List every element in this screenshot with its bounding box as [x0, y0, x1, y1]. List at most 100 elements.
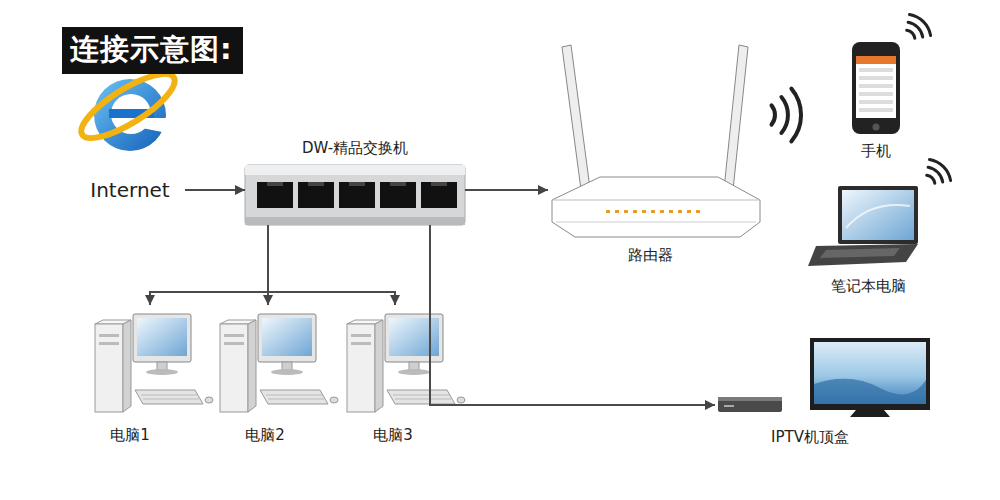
wireless-waves-part	[927, 175, 935, 183]
ethernet-ports-part	[380, 182, 416, 208]
ethernet-ports-part	[421, 182, 457, 208]
internet-node: Internet	[75, 62, 185, 207]
router-illustration-part	[552, 200, 760, 201]
node-label: 路由器	[628, 246, 673, 265]
router-leds-part	[615, 210, 619, 213]
node-label: DW-精品交换机	[302, 139, 408, 158]
router-leds-part	[633, 210, 637, 213]
internet-explorer-logo	[73, 63, 183, 151]
ethernet-ports-part	[257, 182, 293, 208]
pc-node: 电脑1	[95, 305, 205, 410]
set-top-box-illustration-part	[718, 397, 782, 401]
illustration-part	[220, 314, 338, 412]
switch-illustration-part	[245, 217, 465, 225]
wireless-waves	[772, 14, 951, 183]
set-top-box-illustration-part	[724, 405, 734, 407]
router-leds-part	[696, 210, 700, 213]
node-label: 电脑3	[373, 426, 413, 445]
phone-illustration-part	[873, 124, 880, 131]
wireless-waves-part	[791, 89, 801, 142]
node-label: 手机	[861, 142, 891, 161]
switch-illustration-part	[245, 165, 465, 175]
internet-explorer-logo-part	[94, 79, 166, 151]
router-leds-part	[624, 210, 628, 213]
laptop-illustration	[808, 186, 918, 266]
node-label: Internet	[90, 178, 169, 202]
wireless-waves-part	[772, 105, 775, 124]
illustration-part	[347, 314, 465, 412]
cable-connector	[150, 225, 268, 305]
router-leds-part	[606, 210, 610, 213]
router-leds-part	[678, 210, 682, 213]
phone-illustration-part	[859, 92, 893, 96]
phone-illustration-part	[859, 84, 893, 88]
ethernet-ports-part	[298, 182, 334, 208]
router-node: 路由器	[548, 42, 760, 238]
router-illustration-part	[562, 45, 591, 197]
phone-illustration-part	[859, 100, 893, 104]
wireless-waves-part	[930, 159, 951, 180]
switch-node: DW-精品交换机	[245, 165, 465, 225]
switch-illustration-part	[245, 165, 465, 225]
pc-node: 电脑2	[213, 305, 323, 410]
router-leds-part	[687, 210, 691, 213]
router-illustration	[552, 45, 760, 237]
ethernet-ports	[257, 182, 457, 208]
laptop-illustration-part	[846, 205, 910, 228]
ethernet-ports-part	[431, 182, 447, 186]
router-leds-part	[651, 210, 655, 213]
wireless-waves-part	[910, 14, 931, 35]
internet-explorer-logo-part	[73, 63, 183, 149]
laptop-illustration-part	[820, 248, 900, 258]
router-leds-part	[660, 210, 664, 213]
router-leds	[606, 210, 700, 213]
pc-node: 电脑3	[340, 305, 450, 410]
ethernet-ports-part	[390, 182, 406, 186]
laptop-illustration-part	[838, 186, 918, 244]
ethernet-ports-part	[349, 182, 365, 186]
wireless-waves-part	[908, 22, 923, 37]
tv-illustration-part	[814, 379, 926, 404]
ethernet-ports-part	[339, 182, 375, 208]
cable-connector	[185, 189, 245, 191]
node-label: 电脑2	[245, 426, 285, 445]
wireless-waves-part	[781, 97, 788, 133]
phone-illustration	[852, 42, 900, 134]
phone-illustration-part	[856, 56, 896, 64]
illustration-part	[95, 314, 213, 412]
laptop-illustration-part	[842, 190, 914, 240]
iptv-node: IPTV机顶盒	[715, 336, 933, 418]
set-top-box-illustration-part	[718, 397, 782, 412]
node-label: 电脑1	[110, 426, 150, 445]
tv-illustration-part	[814, 342, 926, 404]
wireless-waves-part	[907, 30, 915, 38]
wireless-waves-part	[928, 167, 943, 182]
cable-connector	[430, 225, 715, 405]
router-leds-part	[669, 210, 673, 213]
phone-illustration-part	[852, 42, 900, 134]
node-label: 笔记本电脑	[831, 277, 906, 296]
laptop-illustration-part	[808, 244, 918, 266]
ethernet-ports-part	[308, 182, 324, 186]
router-illustration-part	[552, 177, 760, 237]
laptop-node: 笔记本电脑	[808, 184, 928, 268]
router-illustration-part	[556, 222, 756, 223]
phone-illustration-part	[859, 108, 893, 112]
tv-illustration	[810, 338, 930, 417]
cable-connector	[465, 189, 548, 191]
phone-illustration-part	[859, 76, 893, 80]
router-illustration-part	[724, 45, 748, 190]
ethernet-ports-part	[267, 182, 283, 186]
switch-illustration	[245, 165, 465, 225]
set-top-box-illustration	[718, 397, 782, 412]
router-leds-part	[642, 210, 646, 213]
phone-illustration-part	[859, 68, 893, 72]
tv-illustration-part	[810, 338, 930, 410]
phone-node: 手机	[848, 40, 904, 136]
diagram-title: 连接示意图:	[62, 27, 243, 74]
cable-connector	[268, 225, 395, 305]
node-label: IPTV机顶盒	[771, 428, 849, 447]
